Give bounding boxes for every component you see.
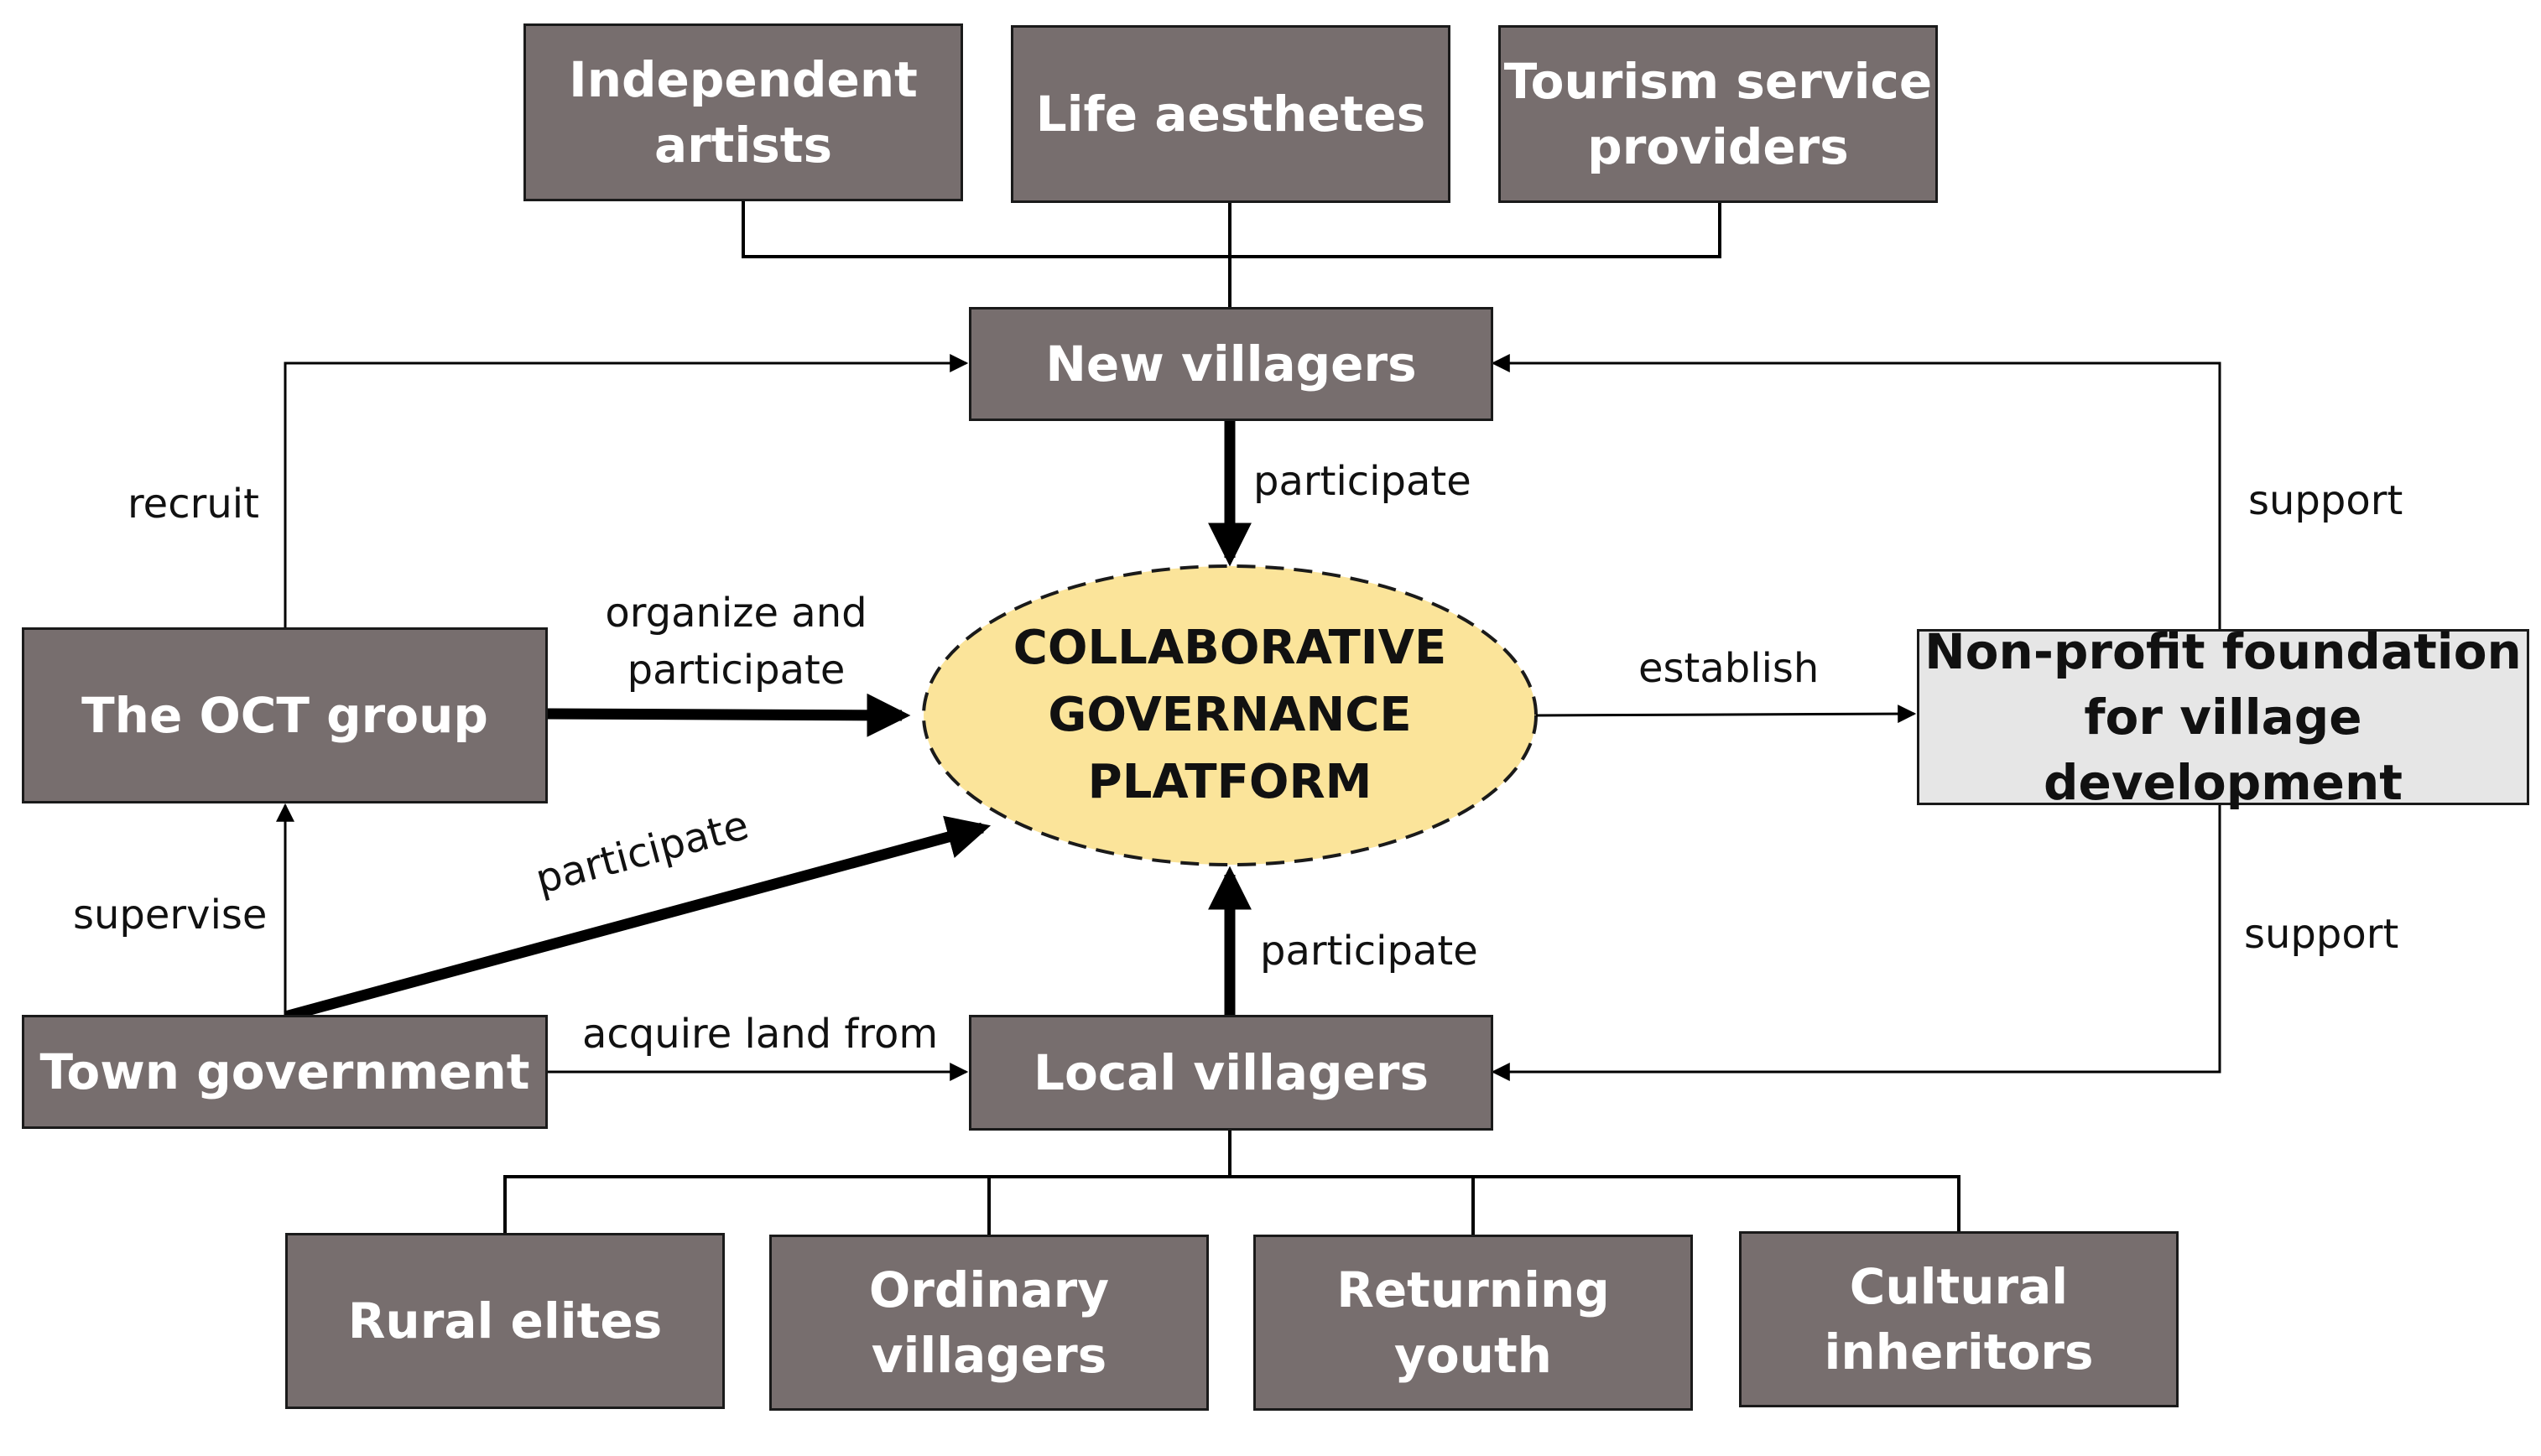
organize-label: organize and participate (605, 590, 867, 694)
ordinary-villagers-box: Ordinary villagers (769, 1235, 1209, 1411)
establish-arrow (1535, 705, 1917, 724)
nonprofit-foundation-box: Non-profit foundation for village develo… (1917, 623, 2529, 811)
bottom-group-connector (503, 1175, 1960, 1233)
life-aesthetes-box: Life aesthetes (1011, 25, 1450, 203)
participate-town-arrow (284, 815, 992, 1022)
recruit-label: recruit (128, 481, 259, 528)
acquire-label: acquire land from (582, 1011, 939, 1058)
new-villagers-box: New villagers (969, 307, 1493, 421)
tourism-service-providers-box: Tourism service providers (1498, 25, 1938, 203)
supervise-label: supervise (73, 892, 268, 939)
support-top-arrow (1491, 354, 2221, 631)
recruit-arrow (284, 354, 969, 627)
rural-elites-box: Rural elites (285, 1233, 725, 1409)
independent-artists-box: Independent artists (523, 23, 963, 201)
local-villagers-box: Local villagers (969, 1015, 1493, 1131)
town-government-box: Town government (22, 1015, 548, 1129)
support-bottom-label: support (2244, 911, 2399, 958)
support-top-label: support (2248, 477, 2403, 524)
returning-youth-box: Returning youth (1253, 1235, 1693, 1411)
participate-local-label: participate (1260, 928, 1478, 975)
organize-arrow (546, 693, 911, 737)
oct-group-box: The OCT group (22, 627, 548, 803)
establish-label: establish (1638, 645, 1820, 692)
participate-new-label: participate (1253, 458, 1471, 505)
support-bottom-arrow (1491, 805, 2221, 1081)
cultural-inheritors-box: Cultural inheritors (1739, 1231, 2179, 1407)
platform-label: COLLABORATIVE GOVERNANCE PLATFORM (1013, 621, 1447, 809)
